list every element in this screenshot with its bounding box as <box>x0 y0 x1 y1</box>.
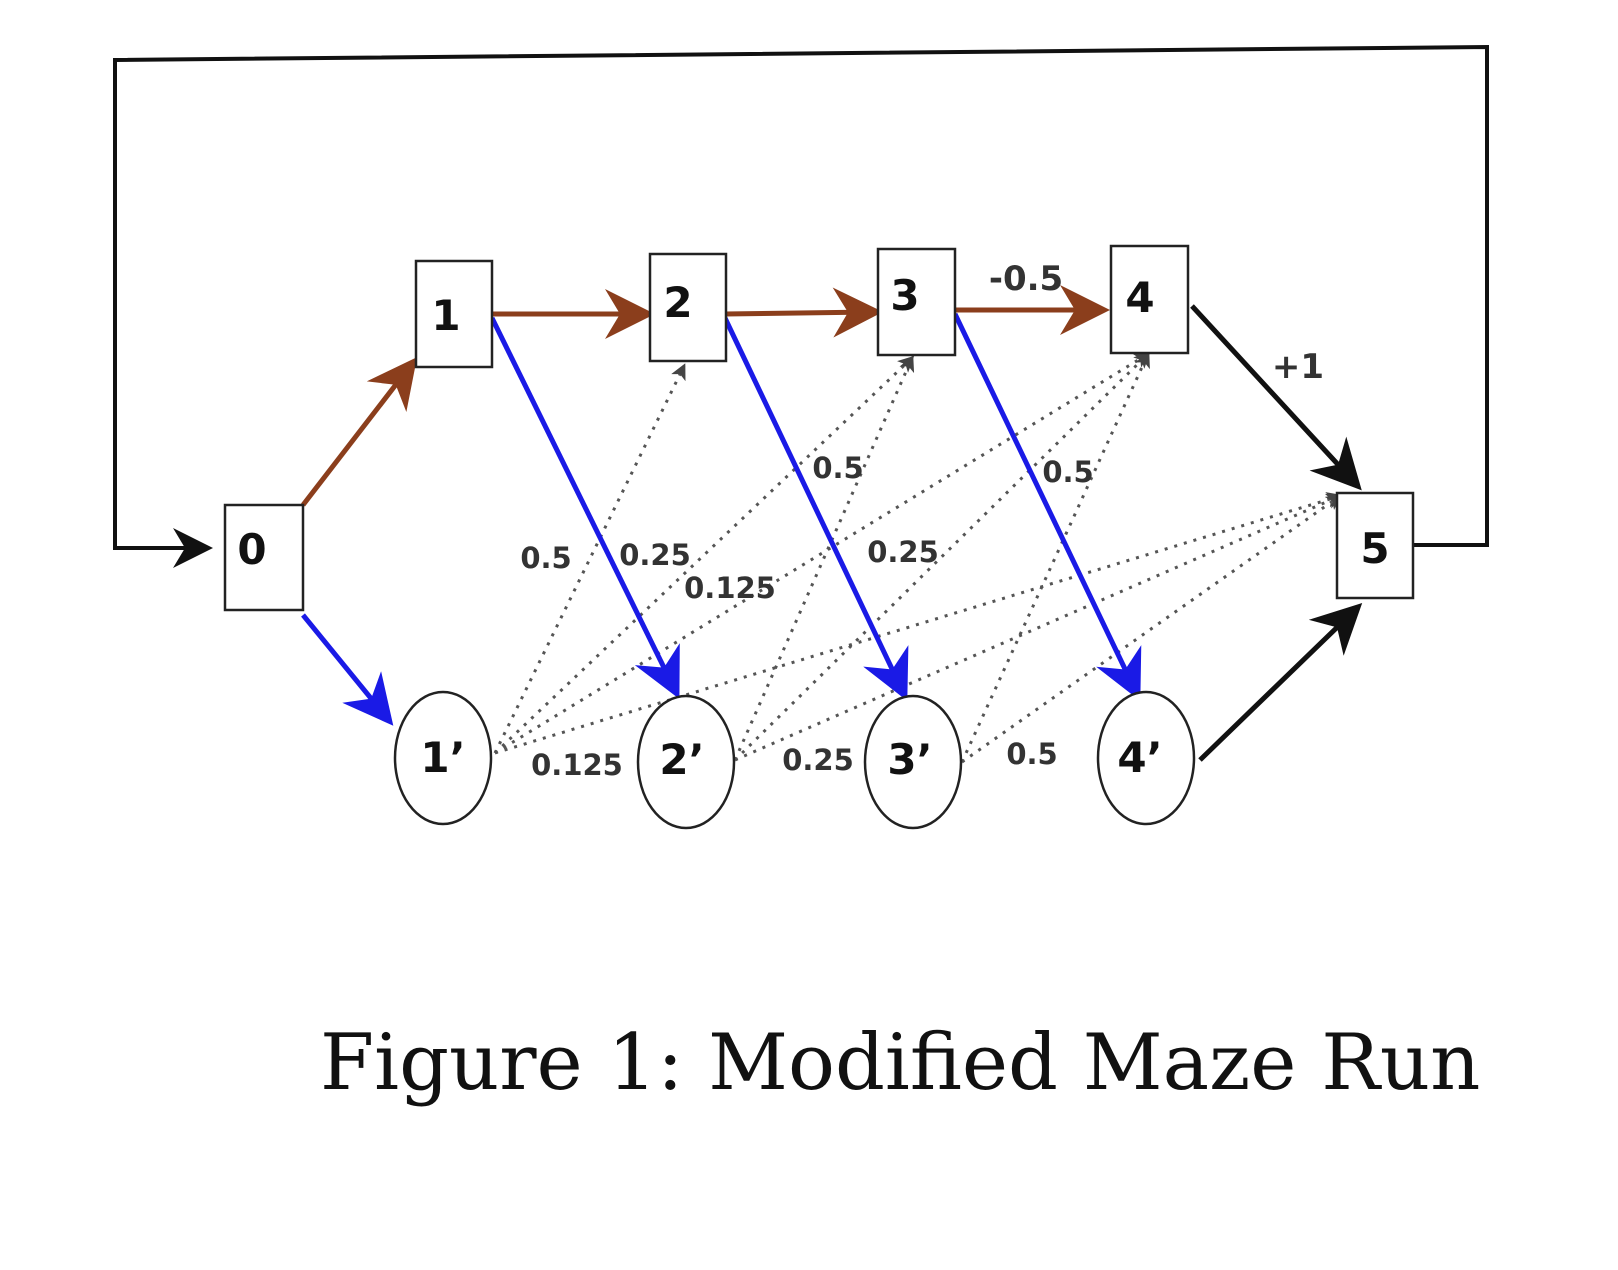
prob-label-p1-s4: 0.125 <box>684 571 776 605</box>
node-s0 <box>223 503 305 612</box>
node-p2 <box>636 694 736 830</box>
dotted-edges <box>493 351 1343 764</box>
node-s4 <box>1109 244 1190 355</box>
brown-edges <box>301 285 1110 507</box>
figure-caption: Figure 1: Modified Maze Run <box>320 1018 1481 1108</box>
edge-s1-p2 <box>489 316 680 699</box>
edge-s3-p4 <box>952 312 1142 702</box>
node-label-s3: 3 <box>890 271 919 320</box>
dotted-edge-p1-s2 <box>493 363 686 754</box>
node-label-p1: 1’ <box>420 733 465 782</box>
node-label-p2: 2’ <box>659 735 704 784</box>
node-p1 <box>393 690 493 826</box>
node-label-s5: 5 <box>1360 524 1389 573</box>
node-label-s2: 2 <box>663 278 692 327</box>
edge-s2-p3 <box>722 316 909 702</box>
prob-label-p3-s4: 0.5 <box>1042 455 1093 489</box>
node-label-p3: 3’ <box>887 735 932 784</box>
dotted-edge-p2-s5 <box>734 493 1343 762</box>
node-p3 <box>863 694 963 830</box>
node-s1 <box>414 259 494 369</box>
node-p4 <box>1096 690 1196 826</box>
node-label-s1: 1 <box>431 291 460 340</box>
prob-label-p1-s3: 0.25 <box>619 538 691 572</box>
state-nodes <box>223 244 1415 612</box>
prob-label-p1-s5: 0.125 <box>531 748 623 782</box>
node-s2 <box>648 252 728 363</box>
edge-p4-s5 <box>1198 603 1363 762</box>
node-label-s4: 4 <box>1125 273 1154 322</box>
prob-label-p2-s3: 0.5 <box>812 451 863 485</box>
prob-label-p3-s5: 0.5 <box>1006 737 1057 771</box>
dotted-edge-p3-s5 <box>961 494 1343 764</box>
primed-nodes <box>393 690 1196 830</box>
prob-label-p1-s2: 0.5 <box>520 541 571 575</box>
edge-s2-s3 <box>724 287 883 338</box>
node-s3 <box>876 247 957 357</box>
prob-label-p2-s4: 0.25 <box>867 535 939 569</box>
node-s5 <box>1335 491 1415 600</box>
reward-label-s4-s5: +1 <box>1272 347 1324 387</box>
reward-label-s3-s4: -0.5 <box>989 259 1063 299</box>
maze-diagram: 0 1 2 3 4 5 1’ 2’ 3’ 4’ -0.5 +1 0.5 0.25… <box>113 44 1489 830</box>
dotted-edge-p2-s4 <box>733 351 1151 762</box>
dotted-edge-p1-s5 <box>494 492 1343 755</box>
node-label-s0: 0 <box>237 525 266 574</box>
prob-label-p2-s5: 0.25 <box>782 743 854 777</box>
black-edges <box>1190 304 1363 762</box>
node-label-p4: 4’ <box>1117 733 1162 782</box>
edge-s0-s1 <box>301 357 418 507</box>
edge-s0-p1 <box>301 613 394 726</box>
edge-s4-s5 <box>1190 304 1362 491</box>
loop-edge-5-to-0 <box>113 44 1489 568</box>
dotted-edge-p1-s4 <box>494 352 1151 755</box>
blue-edges <box>301 312 1142 726</box>
